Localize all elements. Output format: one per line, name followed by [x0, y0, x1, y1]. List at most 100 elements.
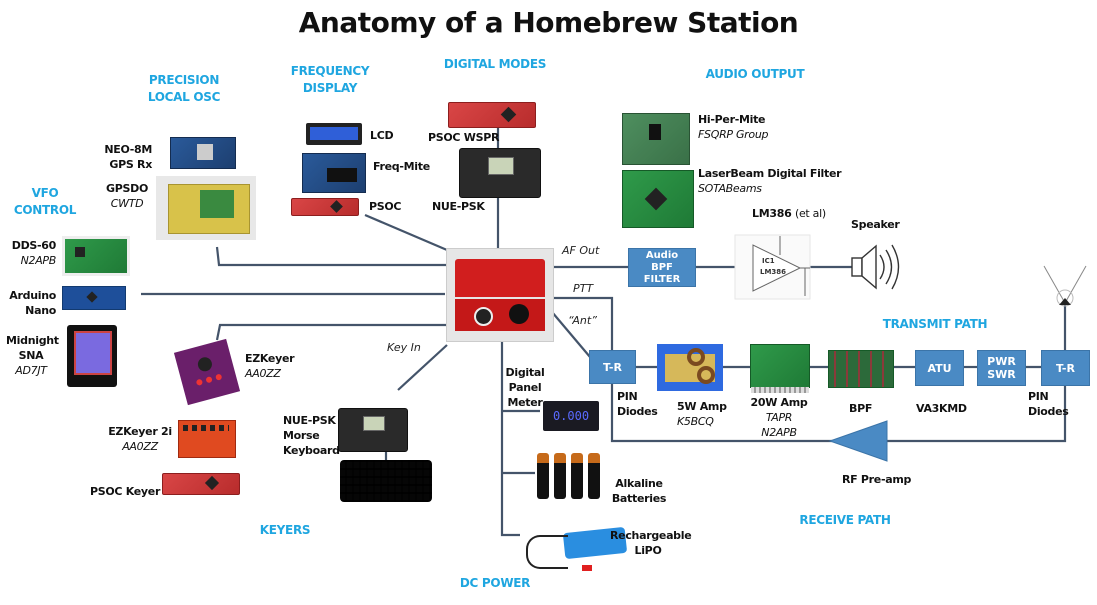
dds60-label: DDS-60 N2APB [6, 238, 57, 268]
pin-right-line2: Diodes [1028, 405, 1069, 418]
nue-psk-keyboard-device-image [338, 408, 408, 452]
amp-5w-label: 5W Amp K5BCQ [677, 399, 727, 429]
ezkeyer-label: EZKeyer AA0ZZ [245, 351, 295, 381]
ezkeyer-maker: AA0ZZ [245, 367, 281, 380]
freqmite-image [302, 153, 366, 193]
neo8m-name: NEO-8M [104, 143, 152, 156]
nue-psk-kb-line2: Morse [283, 429, 320, 442]
wire-dc-power [500, 340, 520, 537]
neo8m-gps-image [170, 137, 236, 169]
panel-meter-label: Digital Panel Meter [504, 365, 546, 410]
section-transmit-path: TRANSMIT PATH [882, 317, 988, 331]
laserbeam-maker: SOTABeams [698, 182, 762, 195]
lcd-image [306, 123, 362, 145]
wire-key-in [397, 344, 448, 391]
atu-box[interactable]: ATU [915, 350, 964, 386]
wire-ant [551, 311, 591, 358]
wire-ezkeyer [215, 323, 447, 341]
neo8m-label: NEO-8M GPS Rx [80, 142, 152, 172]
hipermite-label: Hi-Per-Mite FSQRP Group [698, 112, 768, 142]
midnight-sna-image [67, 325, 117, 387]
gpsdo-maker: CWTD [110, 197, 144, 210]
nue-psk-image [459, 148, 541, 198]
gpsdo-image [156, 176, 256, 240]
ezkeyer2i-maker: AA0ZZ [122, 440, 158, 453]
midnight-sna-label: Midnight SNA AD7JT [6, 333, 59, 378]
va3kmd-label: VA3KMD [916, 402, 967, 415]
audio-bpf-filter-box[interactable]: Audio BPF FILTER [628, 248, 696, 287]
lm386-ic1-label: IC1 [762, 257, 775, 265]
lipo-battery-image [520, 525, 628, 575]
arduino-line2: Nano [25, 304, 56, 317]
amp20w-name: 20W Amp [750, 396, 808, 409]
ezkeyer-name: EZKeyer [245, 352, 295, 365]
tr-switch-left-box[interactable]: T-R [589, 350, 636, 384]
wire-ptt [552, 296, 614, 355]
ezkeyer2i-label: EZKeyer 2i AA0ZZ [108, 424, 172, 454]
lcd-label: LCD [370, 129, 394, 142]
gpsdo-name: GPSDO [106, 182, 148, 195]
section-dc-power: DC POWER [459, 576, 531, 590]
ezkeyer2i-name: EZKeyer 2i [108, 425, 172, 438]
lipo-name: Rechargeable [610, 529, 692, 542]
amp-20w-label: 20W Amp TAPR N2APB [745, 395, 813, 440]
lm386-name: LM386 [752, 207, 792, 220]
section-receive-path: RECEIVE PATH [799, 513, 891, 527]
rf-preamp-triangle [828, 420, 888, 462]
main-transceiver-image[interactable] [446, 248, 554, 342]
wire-psoc-display [364, 213, 448, 252]
antenna-icon [1043, 265, 1087, 307]
laserbeam-image [622, 170, 694, 228]
pwr-swr-box[interactable]: PWR SWR [977, 350, 1026, 386]
panel-meter-line3: Meter [507, 396, 543, 409]
antenna-base-icon [1059, 298, 1071, 305]
ptt-label: PTT [573, 282, 594, 295]
psoc-wspr-image [448, 102, 536, 128]
speaker-icon [851, 244, 900, 290]
ezkeyer2i-image [178, 420, 236, 458]
page-title: Anatomy of a Homebrew Station [298, 6, 799, 39]
panel-meter-image: 0.000 [543, 401, 599, 431]
alkaline-line2: Batteries [611, 492, 667, 505]
speaker-label: Speaker [851, 218, 900, 231]
panel-meter-name: Digital [505, 366, 545, 379]
freqmite-label: Freq-Mite [373, 160, 430, 173]
arduino-nano-image [62, 286, 126, 310]
section-keyers: KEYERS [259, 523, 311, 537]
lm386-chip-label: LM386 [760, 268, 786, 276]
amp20w-maker: TAPR [765, 411, 793, 424]
af-out-label: AF Out [562, 244, 600, 257]
pin-right-name: PIN [1028, 390, 1049, 403]
psoc-display-label: PSOC [369, 200, 402, 213]
section-audio-output: AUDIO OUTPUT [705, 67, 805, 81]
nue-psk-kb-line3: Keyboard [283, 444, 340, 457]
lm386-schematic-icon [734, 234, 811, 300]
hipermite-image [622, 113, 690, 165]
nue-psk-keyboard-label: NUE-PSK Morse Keyboard [283, 413, 340, 458]
rf-preamp-label: RF Pre-amp [842, 473, 912, 486]
pin-diodes-right-label: PIN Diodes [1028, 389, 1069, 419]
pin-diodes-left-label: PIN Diodes [617, 389, 658, 419]
key-in-label: Key In [387, 341, 421, 354]
amp5w-maker: K5BCQ [677, 415, 714, 428]
arduino-name: Arduino [9, 289, 56, 302]
psoc-keyer-label: PSOC Keyer [90, 485, 161, 498]
psoc-wspr-label: PSOC WSPR [428, 131, 500, 144]
amp5w-name: 5W Amp [677, 400, 727, 413]
tr-switch-right-box[interactable]: T-R [1041, 350, 1090, 386]
hipermite-name: Hi-Per-Mite [698, 113, 766, 126]
alkaline-label: Alkaline Batteries [611, 476, 667, 506]
amp-20w-image [750, 344, 810, 393]
lipo-label: Rechargeable LiPO [610, 528, 692, 558]
midnight-sna-line2: SNA [18, 349, 44, 362]
pin-left-line2: Diodes [617, 405, 658, 418]
arduino-label: Arduino Nano [6, 288, 56, 318]
panel-meter-reading: 0.000 [552, 409, 590, 423]
nue-psk-label: NUE-PSK [432, 200, 485, 213]
lm386-label: LM386 (et al) [752, 206, 826, 221]
section-digital-modes: DIGITAL MODES [443, 57, 547, 71]
ant-label: “Ant” [568, 314, 597, 327]
lipo-line2: LiPO [634, 544, 662, 557]
psoc-display-image [291, 198, 359, 216]
